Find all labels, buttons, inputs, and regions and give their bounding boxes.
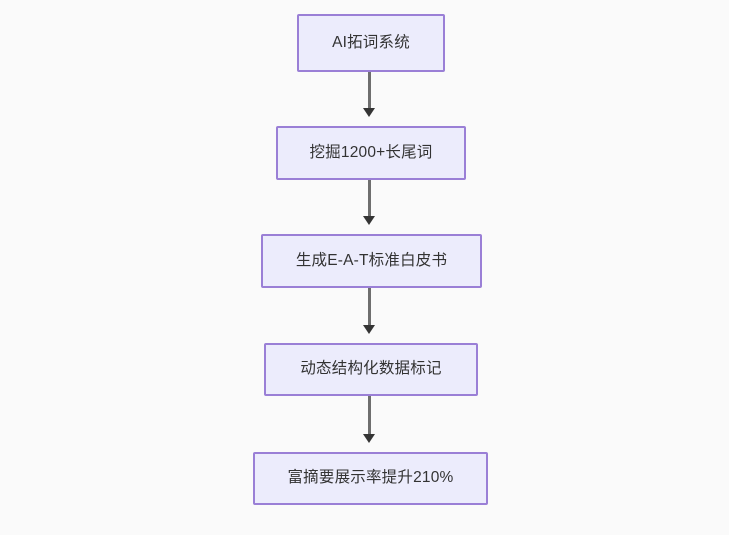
flowchart-node-1[interactable]: AI拓词系统 [297,14,445,72]
connector-line-4 [368,396,371,434]
arrowhead-2 [363,216,375,225]
node-label-2: 挖掘1200+长尾词 [309,143,433,161]
flowchart-node-4[interactable]: 动态结构化数据标记 [264,343,478,396]
arrowhead-4 [363,434,375,443]
arrowhead-3 [363,325,375,334]
connector-line-2 [368,180,371,216]
node-label-4: 动态结构化数据标记 [300,360,442,378]
flowchart-node-3[interactable]: 生成E-A-T标准白皮书 [261,234,482,288]
node-label-1: AI拓词系统 [332,33,410,51]
node-label-3: 生成E-A-T标准白皮书 [295,251,448,269]
node-label-5: 富摘要展示率提升210% [287,469,454,487]
connector-line-1 [368,72,371,108]
arrowhead-1 [363,108,375,117]
flowchart-node-2[interactable]: 挖掘1200+长尾词 [276,126,466,180]
connector-line-3 [368,288,371,325]
flowchart-node-5[interactable]: 富摘要展示率提升210% [253,452,488,505]
